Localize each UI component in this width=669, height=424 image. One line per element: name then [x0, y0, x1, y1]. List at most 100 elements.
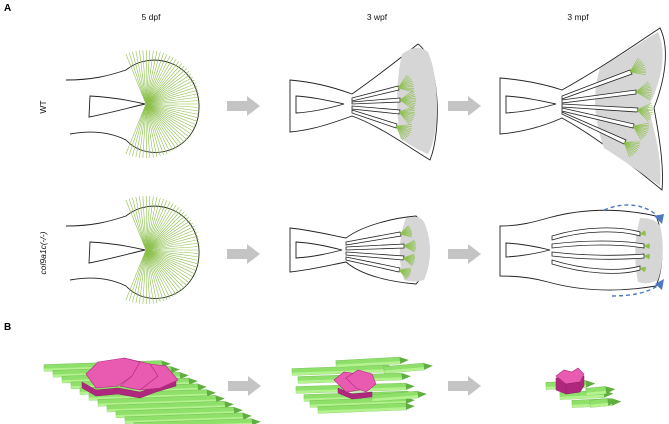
actinotrichia-fibril — [145, 103, 168, 154]
wt-5dpf-fin — [65, 49, 200, 159]
cell-cluster-medium — [333, 369, 377, 400]
actinotrichia-tuft-line — [635, 91, 651, 99]
progression-arrow-b-1 — [228, 376, 261, 396]
mutant-3wpf-fin — [289, 215, 430, 285]
actinotrichia-fibril — [145, 249, 171, 299]
actinotrichia-fibril — [145, 249, 168, 300]
actinotrichia-tuft-line — [643, 255, 650, 260]
actinotrichia-fibril — [145, 61, 180, 105]
actinotrichia-fibril — [145, 103, 174, 151]
actinotrichia-fibril — [145, 225, 195, 251]
actinotrichia-tuft-line — [397, 78, 412, 89]
cell-cluster-large — [81, 357, 179, 399]
actinotrichia-fibril — [145, 235, 199, 251]
collagen-fiber-tip — [401, 373, 411, 380]
collagen-fiber-tip — [179, 372, 189, 379]
actinotrichia-tuft-line — [632, 125, 645, 138]
actinotrichia-fibril — [145, 50, 151, 105]
actinotrichia-fibril — [145, 55, 171, 105]
actinotrichia-fan-mutant-5dpf — [125, 195, 200, 305]
actinotrichia-fibril — [145, 59, 177, 105]
actinotrichia-tuft-line — [629, 59, 640, 73]
actinotrichia-tuft-line — [635, 91, 653, 93]
actinotrichia-fibril — [145, 103, 193, 132]
actinotrichia-fibril — [145, 249, 174, 297]
actinotrichia-tuft-line — [623, 141, 635, 155]
collagen-fiber-tip — [405, 383, 415, 390]
actinotrichia-fibril — [145, 103, 171, 153]
actinotrichia-tuft-line — [629, 60, 642, 73]
actinotrichia-fibril — [135, 50, 147, 105]
row-label-mutant: col9a1c(-/-) — [38, 231, 48, 274]
actinotrichia-fibril — [145, 103, 161, 157]
collagen-fiber-tip — [423, 363, 433, 370]
actinotrichia-fibril — [145, 222, 193, 251]
progression-arrow-wt-1 — [227, 96, 260, 116]
actinotrichia-fibril — [145, 103, 199, 119]
collagen-fiber-tip — [405, 403, 415, 410]
actinotrichia-tuft-line — [635, 83, 650, 93]
actinotrichia-fibril — [145, 249, 158, 303]
actinotrichia-fibril — [145, 63, 183, 105]
expansion-arrow-lower-head — [655, 279, 664, 290]
actinotrichia-fibril — [139, 103, 147, 158]
actinotrichia-fibril — [145, 246, 200, 251]
actinotrichia-tuft-line — [632, 125, 642, 141]
actinotrichia-tuft-line — [623, 141, 639, 150]
actinotrichia-fibril — [145, 103, 190, 137]
expansion-arrow-lower — [611, 283, 661, 297]
actinotrichia-fibril — [132, 103, 147, 157]
stage-label-3mpf: 3 mpf — [567, 12, 589, 22]
actinotrichia-fibril — [145, 205, 177, 251]
actinotrichia-tuft-line — [398, 111, 414, 119]
actinotrichia-fibril — [145, 73, 192, 105]
actinotrichia-fibril — [145, 249, 195, 275]
actinotrichia-fibril — [145, 249, 193, 278]
actinotrichia-tuft-line — [635, 90, 652, 93]
actinotrichia-tuft-line — [399, 99, 416, 103]
actinotrichia-fibril — [145, 103, 192, 135]
collagen-fiber-tip — [605, 386, 616, 394]
actinotrichia-tuft-line — [395, 125, 411, 133]
lepidotrichia-mutant-3wpf — [345, 231, 405, 273]
actinotrichia-tuft-line — [398, 108, 415, 113]
actinotrichia-fibril — [145, 103, 183, 145]
actinotrichia-tuft-line — [635, 91, 652, 97]
actinotrichia-fibril — [145, 57, 174, 105]
actinotrichia-tuft-line — [635, 81, 649, 93]
actinotrichia-tuft-line — [623, 141, 637, 153]
actinotrichia-tuft-line — [635, 91, 651, 101]
actinotrichia-tuft-line — [398, 111, 414, 121]
actinotrichia-fibril — [145, 103, 198, 122]
actinotrichia-fibril — [145, 71, 190, 105]
actinotrichia-fibril — [128, 52, 147, 105]
actinotrichia-tuft-line — [395, 125, 405, 140]
actinotrichia-tuft-line — [398, 111, 415, 115]
actinotrichia-fibril — [145, 89, 199, 105]
actinotrichia-tuft-line — [397, 87, 414, 93]
actinotrichia-fibril — [145, 239, 200, 251]
mutant-5dpf-fin — [65, 195, 200, 305]
actinotrichia-fibril — [145, 249, 198, 268]
actinotrichia-tuft-line — [635, 84, 651, 93]
actinotrichia-fibril — [145, 249, 177, 295]
actinotrichia-tufts-mutant-3mpf — [639, 230, 651, 273]
actinotrichia-fibril — [145, 197, 161, 251]
actinotrichia-fibril — [145, 51, 158, 105]
actinotrichia-tuft-line — [643, 245, 650, 249]
actinotrichia-tufts-wt-3mpf — [623, 57, 654, 158]
actinotrichia-fibril — [145, 201, 171, 251]
collagen-fiber-tip — [188, 378, 198, 385]
actinotrichia-fibril — [135, 249, 147, 304]
actinotrichia-fibril — [145, 103, 200, 112]
actinotrichia-fibril — [139, 50, 147, 105]
actinotrichia-tuft-line — [629, 68, 646, 73]
actinotrichia-tuft-line — [397, 75, 409, 89]
actinotrichia-fibril — [145, 249, 190, 283]
collagen-fiber-tip — [242, 412, 252, 420]
actinotrichia-fibril — [145, 103, 151, 158]
actinotrichia-tuft-line — [636, 109, 651, 119]
actinotrichia-fibril — [125, 249, 147, 301]
actinotrichia-tuft-line — [395, 125, 412, 131]
actinotrichia-tuft-line — [395, 125, 413, 127]
